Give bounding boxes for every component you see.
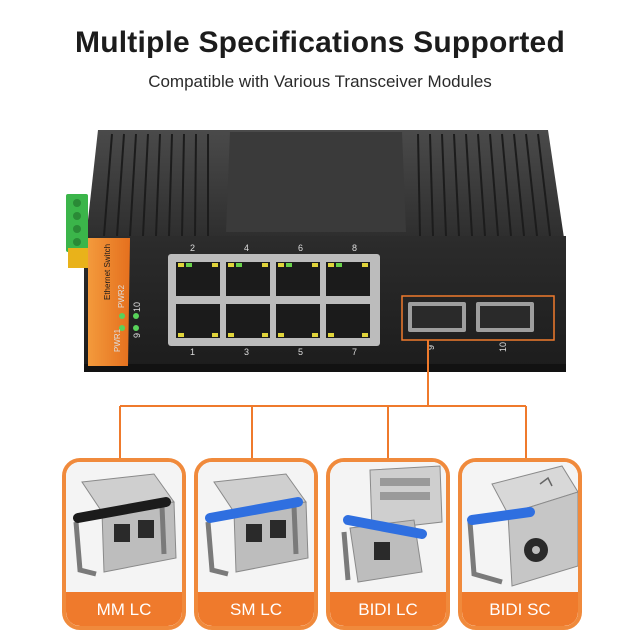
- module-card-bidi-sc: BIDI SC: [458, 458, 582, 630]
- page-subtitle: Compatible with Various Transceiver Modu…: [148, 72, 492, 91]
- port-number-1: 1: [190, 347, 195, 357]
- latch-bar: [73, 497, 171, 523]
- port-number-6: 6: [298, 243, 303, 253]
- module-label: BIDI SC: [462, 592, 578, 626]
- page-title: Multiple Specifications Supported: [75, 26, 565, 59]
- port-number-2: 2: [190, 243, 195, 253]
- heatsink-fins: [86, 130, 564, 238]
- led-label-9: 9: [132, 333, 142, 338]
- sfp-module-icon: [198, 462, 314, 596]
- latch-bar: [467, 507, 535, 525]
- led-label-10: 10: [132, 302, 142, 312]
- connector-lines: [119, 340, 527, 458]
- panel-brand-text: Ethernet Switch: [103, 244, 112, 300]
- module-label: MM LC: [66, 592, 182, 626]
- module-card-mm-lc: MM LC: [62, 458, 186, 630]
- port-number-3: 3: [244, 347, 249, 357]
- front-label-panel: Ethernet Switch: [88, 238, 130, 366]
- latch-bar: [205, 497, 303, 523]
- led-label-pwr1: PWR1: [113, 328, 122, 352]
- module-label: SM LC: [198, 592, 314, 626]
- sfp-number-9: 9: [426, 345, 436, 350]
- power-terminal-block: [66, 194, 88, 268]
- module-label: BIDI LC: [330, 592, 446, 626]
- status-leds: PWR1 PWR2 9 10: [113, 284, 142, 352]
- rj45-port-block: [168, 254, 380, 346]
- port-number-4: 4: [244, 243, 249, 253]
- latch-bar: [343, 515, 427, 539]
- sfp-module-icon: [330, 462, 446, 596]
- module-card-bidi-lc: BIDI LC: [326, 458, 450, 630]
- port-number-5: 5: [298, 347, 303, 357]
- port-number-8: 8: [352, 243, 357, 253]
- sfp-port-group: 9 10: [401, 295, 555, 352]
- sfp-module-icon: [66, 462, 182, 596]
- led-label-pwr2: PWR2: [117, 284, 126, 308]
- module-card-sm-lc: SM LC: [194, 458, 318, 630]
- sfp-module-icon: [462, 462, 578, 596]
- sfp-number-10: 10: [498, 342, 508, 352]
- port-number-7: 7: [352, 347, 357, 357]
